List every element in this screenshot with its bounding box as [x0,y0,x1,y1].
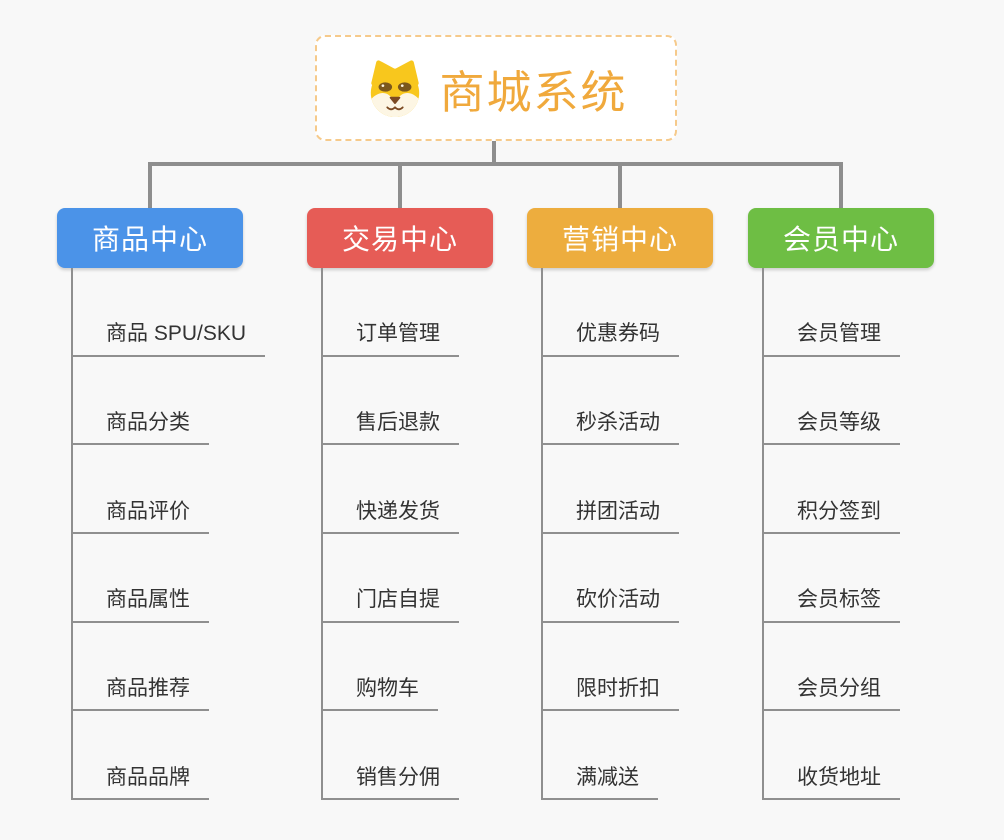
branch-row: 购物车 [307,623,557,712]
branch-item[interactable]: 会员管理 [762,320,900,357]
branch-item[interactable]: 商品评价 [71,498,209,535]
branch-item[interactable]: 会员等级 [762,409,900,446]
branch-item[interactable]: 商品分类 [71,409,209,446]
branch-column: 商品 SPU/SKU 商品分类 商品评价 商品属性 商品推荐 商品品牌 [57,268,307,801]
branch-row: 订单管理 [307,268,557,357]
branch-item[interactable]: 会员标签 [762,586,900,623]
branch-row: 拼团活动 [527,445,777,535]
branch-item[interactable]: 商品推荐 [71,675,209,712]
branch-column: 订单管理 售后退款 快递发货 门店自提 购物车 销售分佣 [307,268,557,801]
branch-item[interactable]: 秒杀活动 [541,409,679,446]
branch-drop-line [398,162,402,208]
branch-drop-line [618,162,622,208]
branch-row: 商品品牌 [57,711,307,801]
branch-item[interactable]: 砍价活动 [541,586,679,623]
branch-row: 积分签到 [748,445,998,535]
branch-row: 优惠券码 [527,268,777,357]
branch-vertical-line [71,268,73,800]
branch-item[interactable]: 快递发货 [321,498,459,535]
branch-item[interactable]: 售后退款 [321,409,459,446]
branch-item[interactable]: 商品 SPU/SKU [71,320,266,357]
branch-row: 商品属性 [57,534,307,623]
branch-row: 限时折扣 [527,623,777,712]
branch-header-1[interactable]: 交易中心 [307,208,493,268]
root-node[interactable]: 商城系统 [315,35,677,141]
branch-item[interactable]: 优惠券码 [541,320,679,357]
branch-header-3[interactable]: 会员中心 [748,208,934,268]
branch-row: 商品分类 [57,357,307,446]
branch-row: 会员等级 [748,357,998,446]
branch-item[interactable]: 销售分佣 [321,764,459,801]
branch-row: 商品 SPU/SKU [57,268,307,357]
branch-item[interactable]: 购物车 [321,675,438,712]
branch-item[interactable]: 限时折扣 [541,675,679,712]
branch-row: 商品推荐 [57,623,307,712]
branch-row: 秒杀活动 [527,357,777,446]
branch-item[interactable]: 积分签到 [762,498,900,535]
branch-column: 优惠券码 秒杀活动 拼团活动 砍价活动 限时折扣 满减送 [527,268,777,801]
branch-header-0[interactable]: 商品中心 [57,208,243,268]
branch-item[interactable]: 拼团活动 [541,498,679,535]
branch-vertical-line [321,268,323,800]
branch-item[interactable]: 门店自提 [321,586,459,623]
branch-row: 砍价活动 [527,534,777,623]
branch-row: 会员分组 [748,623,998,712]
branch-column: 会员管理 会员等级 积分签到 会员标签 会员分组 收货地址 [748,268,998,801]
branch-row: 商品评价 [57,445,307,535]
branch-header-2[interactable]: 营销中心 [527,208,713,268]
branch-row: 会员管理 [748,268,998,357]
root-connector-stub [492,141,496,165]
branch-item[interactable]: 满减送 [541,764,658,801]
branch-item[interactable]: 订单管理 [321,320,459,357]
trunk-horizontal-line [148,162,843,166]
branch-item[interactable]: 收货地址 [762,764,900,801]
branch-item[interactable]: 会员分组 [762,675,900,712]
root-title: 商城系统 [439,66,628,118]
branch-drop-line [148,162,152,208]
branch-vertical-line [762,268,764,800]
branch-row: 快递发货 [307,445,557,535]
branch-row: 收货地址 [748,711,998,801]
branch-row: 满减送 [527,711,777,801]
branch-row: 售后退款 [307,357,557,446]
branch-drop-line [839,162,843,208]
dog-face-icon [364,58,426,118]
branch-item[interactable]: 商品品牌 [71,764,209,801]
branch-row: 销售分佣 [307,711,557,801]
branch-row: 会员标签 [748,534,998,623]
branch-row: 门店自提 [307,534,557,623]
branch-vertical-line [541,268,543,800]
branch-item[interactable]: 商品属性 [71,586,209,623]
